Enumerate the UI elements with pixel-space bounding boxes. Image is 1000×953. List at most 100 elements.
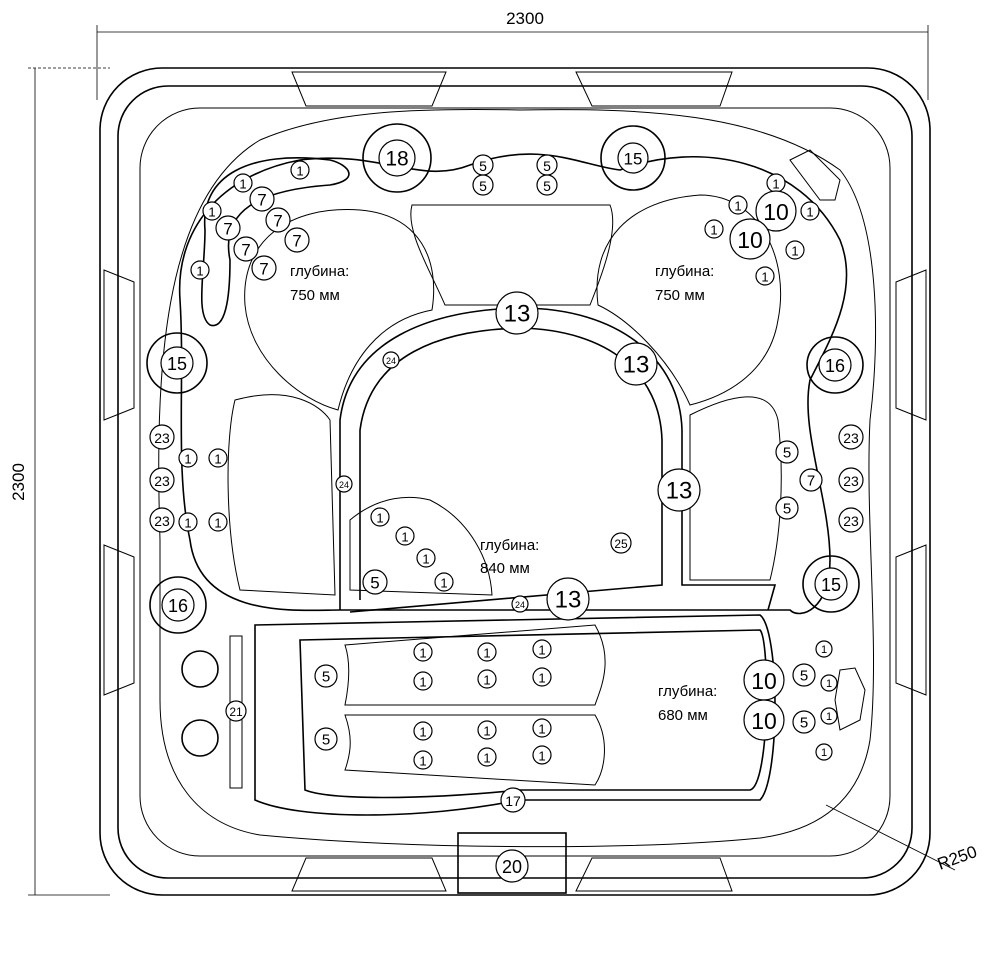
marker-24: 24: [335, 475, 353, 493]
marker-label: 1: [826, 678, 832, 690]
marker-1: 1: [208, 512, 228, 532]
marker-5: 5: [792, 710, 816, 734]
marker-label: 1: [483, 646, 490, 661]
marker-label: 23: [843, 513, 859, 529]
marker-circle: [477, 720, 497, 740]
marker-13: 13: [614, 342, 658, 386]
marker-label: 13: [666, 478, 693, 505]
marker-circle: [416, 548, 436, 568]
marker-circle: [477, 642, 497, 662]
marker-label: 7: [807, 473, 815, 490]
marker-1: 1: [202, 201, 222, 221]
marker-5: 5: [536, 174, 558, 196]
marker-1: 1: [755, 266, 775, 286]
marker-1: 1: [820, 707, 838, 725]
marker-23: 23: [838, 467, 864, 493]
marker-1: 1: [532, 667, 552, 687]
marker-circle: [190, 260, 210, 280]
marker-circle: [815, 743, 833, 761]
marker-circle: [378, 139, 416, 177]
marker-1: 1: [800, 201, 820, 221]
marker-label: 1: [734, 199, 741, 214]
marker-label: 1: [538, 671, 545, 686]
marker-circle: [233, 236, 259, 262]
marker-1: 1: [233, 173, 253, 193]
marker-label: 25: [614, 537, 628, 551]
marker-circle: [233, 173, 253, 193]
marker-10: 10: [743, 699, 785, 741]
marker-1: 1: [820, 674, 838, 692]
depth-label: глубина:680 мм: [658, 683, 717, 724]
marker-1: 1: [532, 718, 552, 738]
marker-circle: [477, 669, 497, 689]
marker-label: 5: [370, 574, 379, 593]
marker-label: 1: [419, 725, 426, 740]
marker-circle: [704, 219, 724, 239]
marker-circle: [413, 642, 433, 662]
marker-circle: [511, 595, 529, 613]
marker-label: 5: [322, 669, 330, 686]
marker-label: 5: [783, 501, 791, 518]
marker-1: 1: [413, 750, 433, 770]
marker-label: 1: [710, 223, 717, 238]
marker-label: 16: [168, 596, 188, 616]
marker-circle: [434, 572, 454, 592]
marker-label: 1: [483, 673, 490, 688]
marker-circle: [290, 160, 310, 180]
marker-circle: [335, 475, 353, 493]
radius-dimension: R250: [935, 842, 980, 874]
marker-circle: [225, 700, 247, 722]
marker-10: 10: [729, 218, 771, 260]
marker-label: 5: [800, 715, 808, 732]
marker-circle: [814, 567, 848, 601]
marker-label: 1: [208, 205, 215, 220]
marker-label: 1: [772, 177, 779, 192]
marker-label: 1: [419, 675, 426, 690]
marker-1: 1: [532, 745, 552, 765]
marker-5: 5: [362, 569, 388, 595]
svg-text:глубина:: глубина:: [655, 263, 714, 280]
marker-circle: [178, 512, 198, 532]
marker-label: 1: [806, 205, 813, 220]
marker-label: 23: [843, 473, 859, 489]
marker-circle: [413, 721, 433, 741]
marker-1: 1: [416, 548, 436, 568]
marker-circle: [729, 218, 771, 260]
marker-label: 1: [538, 722, 545, 737]
marker-circle: [775, 440, 799, 464]
dimension-lines: [28, 25, 956, 896]
marker-label: 7: [259, 260, 268, 279]
marker-label: 24: [386, 356, 396, 366]
marker-24: 24: [382, 351, 400, 369]
marker-label: 1: [196, 264, 203, 279]
marker-23: 23: [149, 424, 175, 450]
marker-5: 5: [536, 154, 558, 176]
marker-circle: [755, 190, 797, 232]
marker-1: 1: [178, 512, 198, 532]
marker-1: 1: [208, 448, 228, 468]
marker-circle: [500, 787, 526, 813]
marker-13: 13: [546, 577, 590, 621]
marker-1: 1: [815, 743, 833, 761]
marker-23: 23: [149, 507, 175, 533]
marker-circle: [149, 507, 175, 533]
marker-1: 1: [785, 240, 805, 260]
marker-circle: [370, 507, 390, 527]
marker-17: 17: [500, 787, 526, 813]
marker-5: 5: [314, 727, 338, 751]
marker-circle: [382, 351, 400, 369]
marker-label: 13: [623, 352, 650, 379]
marker-1: 1: [766, 173, 786, 193]
marker-label: 20: [502, 857, 522, 877]
marker-circle: [799, 468, 823, 492]
marker-7: 7: [233, 236, 259, 262]
marker-label: 23: [154, 473, 170, 489]
marker-circle: [362, 569, 388, 595]
marker-1: 1: [477, 720, 497, 740]
marker-circle: [314, 727, 338, 751]
marker-circle: [413, 750, 433, 770]
marker-label: 24: [339, 480, 349, 490]
marker-label: 24: [515, 600, 525, 610]
marker-circle: [792, 710, 816, 734]
